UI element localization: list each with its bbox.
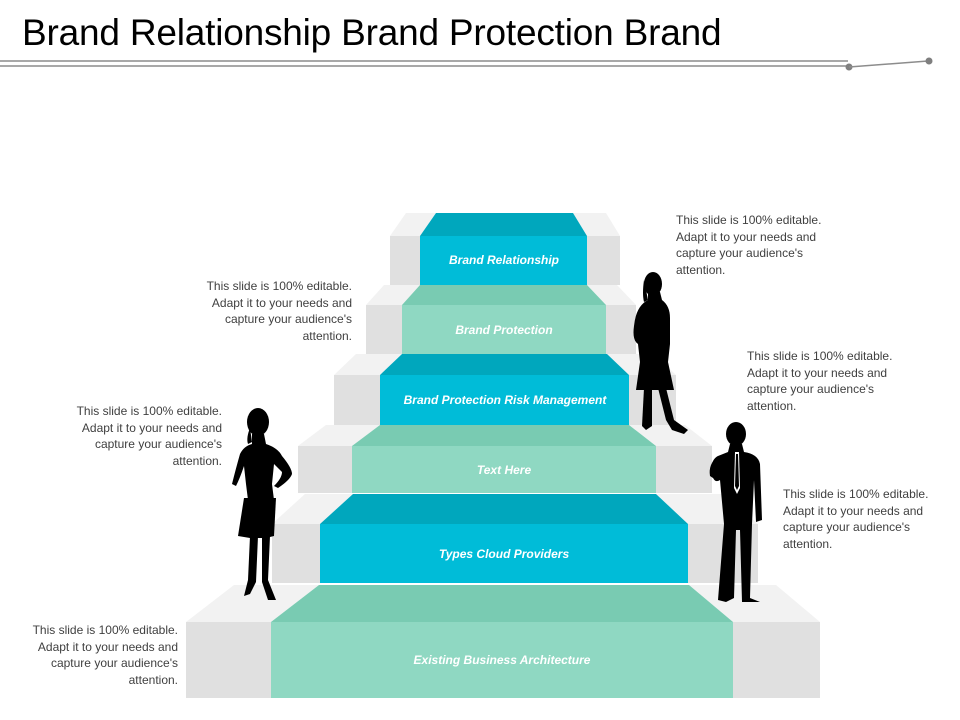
step-front-5 [402, 305, 606, 354]
step-side-top-left [186, 585, 319, 622]
step-side-top-left [272, 494, 353, 524]
note-left-top: This slide is 100% editable. Adapt it to… [206, 279, 352, 343]
step-side-left [272, 524, 320, 583]
step-label-3: Text Here [476, 463, 532, 477]
step-top-5 [402, 285, 606, 305]
step-side-top-right [587, 285, 636, 305]
step-front-1 [271, 622, 733, 698]
note-right-middle: This slide is 100% editable. Adapt it to… [747, 349, 893, 413]
step-side-top-right [573, 213, 620, 236]
step-top-4 [380, 354, 629, 375]
step-top-1 [271, 585, 733, 622]
woman-silhouette-icon [633, 272, 688, 434]
step-side-top-left [334, 354, 402, 375]
page-title: Brand Relationship Brand Protection Bran… [22, 12, 722, 53]
step-side-top-left [390, 213, 436, 236]
step-side-left [298, 446, 352, 493]
step-side-right [656, 446, 712, 493]
step-top-6 [420, 213, 587, 236]
step-front-6 [420, 236, 587, 285]
step-top-3 [352, 425, 656, 446]
step-label-2: Types Cloud Providers [438, 547, 570, 561]
step-front-3 [352, 446, 656, 493]
note-left-middle: This slide is 100% editable. Adapt it to… [76, 404, 222, 468]
step-side-top-right [629, 425, 712, 446]
step-side-right [606, 305, 636, 354]
step-side-right [587, 236, 620, 285]
step-side-right [733, 622, 820, 698]
step-side-left [334, 375, 380, 425]
step-label-6: Brand Relationship [448, 253, 559, 267]
step-front-4 [380, 375, 629, 425]
step-label-5: Brand Protection [455, 323, 553, 337]
step-front-2 [320, 524, 688, 583]
note-right-top: This slide is 100% editable. Adapt it to… [676, 213, 822, 277]
note-right-bottom: This slide is 100% editable. Adapt it to… [783, 487, 929, 551]
step-side-left [366, 305, 402, 354]
step-side-top-left [298, 425, 380, 446]
note-left-bottom: This slide is 100% editable. Adapt it to… [32, 623, 178, 687]
step-side-left [390, 236, 420, 285]
step-top-2 [320, 494, 688, 524]
header-divider [0, 57, 933, 71]
step-label-1: Existing Business Architecture [413, 653, 591, 667]
step-side-left [186, 622, 271, 698]
woman-silhouette-icon [232, 408, 292, 600]
step-label-4: Brand Protection Risk Management [403, 393, 607, 407]
businessman-silhouette-icon [709, 422, 762, 602]
